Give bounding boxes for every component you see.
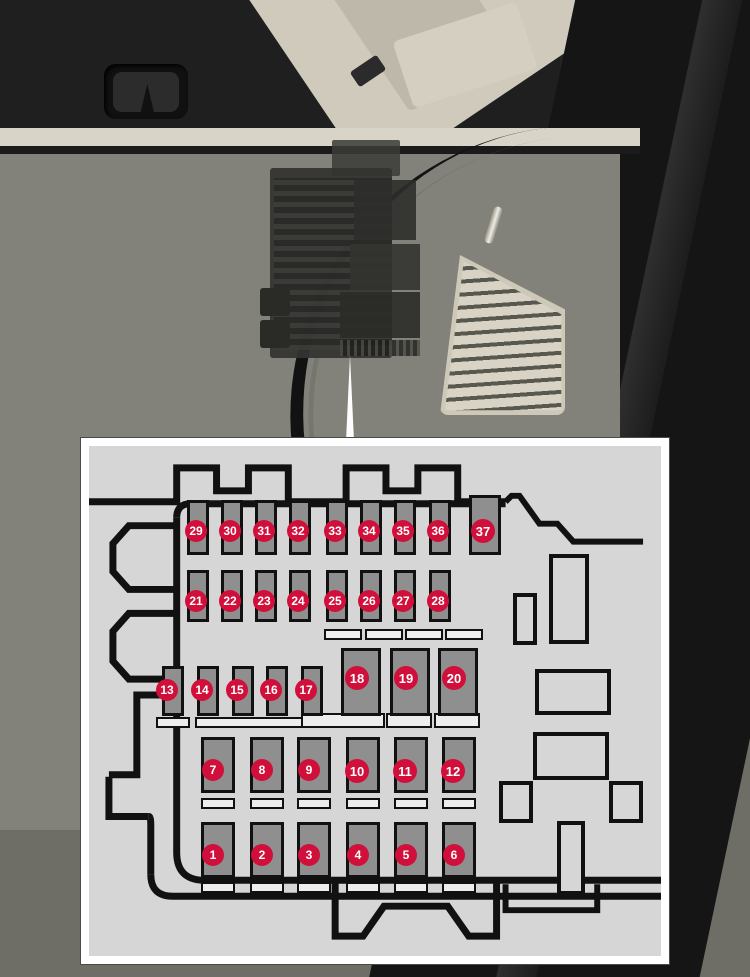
- side-panel-highlight: [0, 128, 640, 148]
- fuse-box-side-connector-2: [260, 320, 290, 348]
- fuse-number-badge-27[interactable]: 27: [392, 590, 414, 612]
- fuse-number-badge-6[interactable]: 6: [443, 844, 465, 866]
- fuse-number-badge-18[interactable]: 18: [345, 666, 369, 690]
- fuse-box-pin-strip: [340, 340, 420, 356]
- fuse-number-badge-17[interactable]: 17: [295, 679, 317, 701]
- fuse-number-badge-22[interactable]: 22: [219, 590, 241, 612]
- empty-slot-4: [533, 732, 609, 780]
- fuse-number-badge-37[interactable]: 37: [471, 519, 495, 543]
- fuse-number-badge-34[interactable]: 34: [358, 520, 380, 542]
- fuse-number-badge-11[interactable]: 11: [393, 759, 417, 783]
- fuse-number-badge-9[interactable]: 9: [298, 759, 320, 781]
- fuse-number-badge-12[interactable]: 12: [441, 759, 465, 783]
- fuse-number-badge-21[interactable]: 21: [185, 590, 207, 612]
- fuse-number-badge-8[interactable]: 8: [251, 759, 273, 781]
- fuse-number-badge-32[interactable]: 32: [287, 520, 309, 542]
- fuse-number-badge-14[interactable]: 14: [191, 679, 213, 701]
- empty-slot-7: [557, 821, 585, 895]
- fuse-box-side-connector-1: [260, 288, 290, 316]
- fuse-number-badge-5[interactable]: 5: [395, 844, 417, 866]
- fuse-number-badge-29[interactable]: 29: [185, 520, 207, 542]
- fuse-number-badge-15[interactable]: 15: [226, 679, 248, 701]
- fuse-number-badge-10[interactable]: 10: [345, 759, 369, 783]
- fuse-number-badge-1[interactable]: 1: [202, 844, 224, 866]
- fuse-number-badge-24[interactable]: 24: [287, 590, 309, 612]
- connector-strip-18: [324, 629, 362, 640]
- connector-strip-21: [445, 629, 483, 640]
- fuse-number-badge-7[interactable]: 7: [202, 759, 224, 781]
- connector-strip-5: [394, 798, 428, 809]
- connector-strip-7: [201, 882, 235, 893]
- connector-strip-19: [365, 629, 403, 640]
- connector-strip-8: [250, 882, 284, 893]
- empty-slot-5: [499, 781, 533, 823]
- fuse-number-badge-25[interactable]: 25: [324, 590, 346, 612]
- fuse-number-badge-2[interactable]: 2: [251, 844, 273, 866]
- connector-strip-1: [201, 798, 235, 809]
- connector-strip-9: [297, 882, 331, 893]
- connector-strip-2: [250, 798, 284, 809]
- fuse-number-badge-33[interactable]: 33: [324, 520, 346, 542]
- fuse-box-relay-1: [354, 180, 416, 240]
- fuse-number-badge-4[interactable]: 4: [347, 844, 369, 866]
- fuse-box-relay-2: [350, 244, 420, 290]
- fuse-number-badge-28[interactable]: 28: [427, 590, 449, 612]
- connector-strip-6: [442, 798, 476, 809]
- connector-strip-11: [394, 882, 428, 893]
- fuse-number-badge-26[interactable]: 26: [358, 590, 380, 612]
- connector-strip-3: [297, 798, 331, 809]
- fuse-box-module: [260, 140, 422, 360]
- fuse-number-badge-35[interactable]: 35: [392, 520, 414, 542]
- empty-slot-2: [549, 554, 589, 644]
- empty-slot-3: [535, 669, 611, 715]
- side-panel-shadow-line: [0, 146, 640, 154]
- connector-strip-13: [156, 717, 190, 728]
- fuse-number-badge-3[interactable]: 3: [298, 844, 320, 866]
- fuse-number-badge-20[interactable]: 20: [442, 666, 466, 690]
- callout-leader-wedge: [346, 355, 354, 441]
- fuse-box-outline-svg: [89, 464, 661, 940]
- fuse-number-badge-31[interactable]: 31: [253, 520, 275, 542]
- connector-strip-10: [346, 882, 380, 893]
- empty-slot-1: [513, 593, 537, 645]
- fuse-number-badge-19[interactable]: 19: [394, 666, 418, 690]
- connector-strip-20: [405, 629, 443, 640]
- fuse-number-badge-30[interactable]: 30: [219, 520, 241, 542]
- fuse-number-badge-36[interactable]: 36: [427, 520, 449, 542]
- empty-slot-6: [609, 781, 643, 823]
- fuse-box-relay-3: [340, 292, 420, 338]
- connector-strip-14: [195, 717, 303, 728]
- connector-strip-4: [346, 798, 380, 809]
- connector-strip-12: [442, 882, 476, 893]
- fuse-number-badge-16[interactable]: 16: [260, 679, 282, 701]
- fuse-number-badge-13[interactable]: 13: [156, 679, 178, 701]
- fuse-number-badge-23[interactable]: 23: [253, 590, 275, 612]
